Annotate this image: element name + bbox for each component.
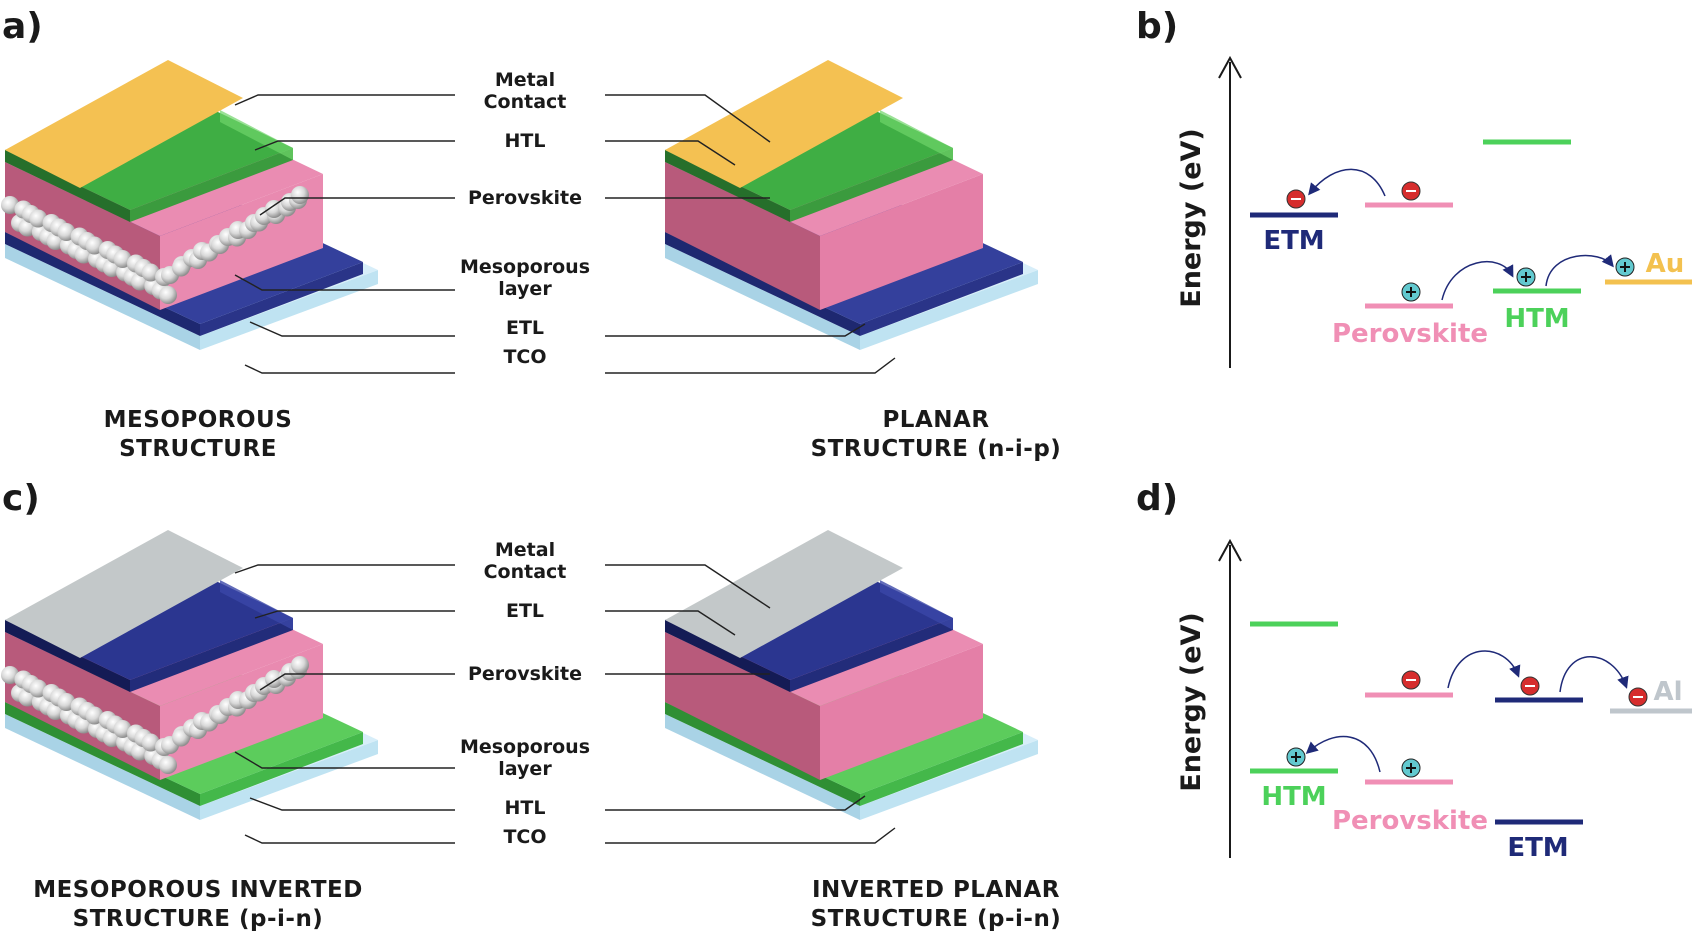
hole-icon xyxy=(1401,282,1421,302)
mesoporous-inverted-stack xyxy=(1,530,378,820)
energy-diagram-b: Energy (eV) ETM Perovskite HTM Au xyxy=(1176,55,1692,368)
level-label-htm-d: HTM xyxy=(1261,782,1326,812)
panel-label-d: d) xyxy=(1136,478,1178,519)
label-etl-c: ETL xyxy=(506,600,544,622)
planar-stack xyxy=(665,60,1038,350)
level-label-etm-b: ETM xyxy=(1263,226,1324,256)
electron-transfer-arrow xyxy=(1447,650,1521,689)
energy-diagram-d: Energy (eV) HTM Perovskite ETM Al xyxy=(1176,538,1692,863)
label-mesoporous-1: Mesoporous xyxy=(460,256,590,278)
hole-transfer-arrow xyxy=(1305,735,1381,773)
level-label-htm-b: HTM xyxy=(1504,304,1569,334)
level-label-perovskite-b: Perovskite xyxy=(1332,319,1488,349)
panel-label-b: b) xyxy=(1136,6,1178,47)
caption-c-right-2: STRUCTURE (p-i-n) xyxy=(811,906,1062,931)
label-tco: TCO xyxy=(503,346,546,368)
level-label-al-d: Al xyxy=(1653,677,1682,707)
mesoporous-bead xyxy=(291,656,309,674)
panel-label-a: a) xyxy=(2,6,43,47)
hole-icon xyxy=(1615,257,1635,277)
hole-icon xyxy=(1516,267,1536,287)
label-metal-contact-c-2: Contact xyxy=(484,561,567,583)
inverted-planar-stack xyxy=(665,530,1038,820)
label-metal-contact-c-1: Metal xyxy=(495,539,555,561)
caption-a-right-2: STRUCTURE (n-i-p) xyxy=(811,436,1062,462)
label-perovskite-c: Perovskite xyxy=(468,663,582,685)
energy-axis-label-d: Energy (eV) xyxy=(1176,612,1207,792)
level-label-perovskite-d: Perovskite xyxy=(1332,806,1488,836)
caption-c-right-1: INVERTED PLANAR xyxy=(812,877,1060,903)
caption-c-left-2: STRUCTURE (p-i-n) xyxy=(73,906,324,931)
hole-transfer-arrow xyxy=(1441,261,1514,301)
electron-icon xyxy=(1520,676,1540,696)
label-mesoporous-2: layer xyxy=(498,278,552,300)
level-label-au-b: Au xyxy=(1646,249,1685,279)
mesoporous-bead xyxy=(265,200,283,218)
label-metal-contact-1: Metal xyxy=(495,69,555,91)
hole-transfer-arrow xyxy=(1545,254,1614,287)
label-htl-c: HTL xyxy=(505,797,546,819)
electron-icon xyxy=(1401,670,1421,690)
label-perovskite: Perovskite xyxy=(468,187,582,209)
electron-icon xyxy=(1628,687,1648,707)
label-tco-c: TCO xyxy=(503,826,546,848)
label-mesoporous-c-1: Mesoporous xyxy=(460,736,590,758)
label-htl: HTL xyxy=(505,130,546,152)
electron-icon xyxy=(1286,189,1306,209)
mesoporous-beads-inverted xyxy=(1,656,309,774)
mesoporous-bead xyxy=(291,186,309,204)
electron-transfer-arrow xyxy=(1559,656,1629,693)
label-etl: ETL xyxy=(506,317,544,339)
caption-a-right-1: PLANAR xyxy=(882,407,989,433)
mesoporous-bead xyxy=(159,756,177,774)
label-mesoporous-c-2: layer xyxy=(498,758,552,780)
electron-transfer-arrow xyxy=(1308,168,1386,197)
caption-a-left-2: STRUCTURE xyxy=(119,436,277,462)
labels-bottom: Metal Contact ETL Perovskite Mesoporous … xyxy=(460,539,590,848)
hole-icon xyxy=(1401,758,1421,778)
label-metal-contact-2: Contact xyxy=(484,91,567,113)
electron-icon xyxy=(1401,181,1421,201)
labels-top: Metal Contact HTL Perovskite Mesoporous … xyxy=(460,69,590,368)
mesoporous-bead xyxy=(159,286,177,304)
panel-label-c: c) xyxy=(2,478,40,519)
caption-a-left-1: MESOPOROUS xyxy=(104,407,293,433)
leader-lines-bottom xyxy=(234,564,896,844)
energy-axis-label-b: Energy (eV) xyxy=(1176,128,1207,308)
leader-lines-top xyxy=(234,94,896,374)
mesoporous-stack xyxy=(1,60,378,350)
caption-c-left-1: MESOPOROUS INVERTED xyxy=(33,877,363,903)
hole-icon xyxy=(1286,747,1306,767)
level-label-etm-d: ETM xyxy=(1507,833,1568,863)
